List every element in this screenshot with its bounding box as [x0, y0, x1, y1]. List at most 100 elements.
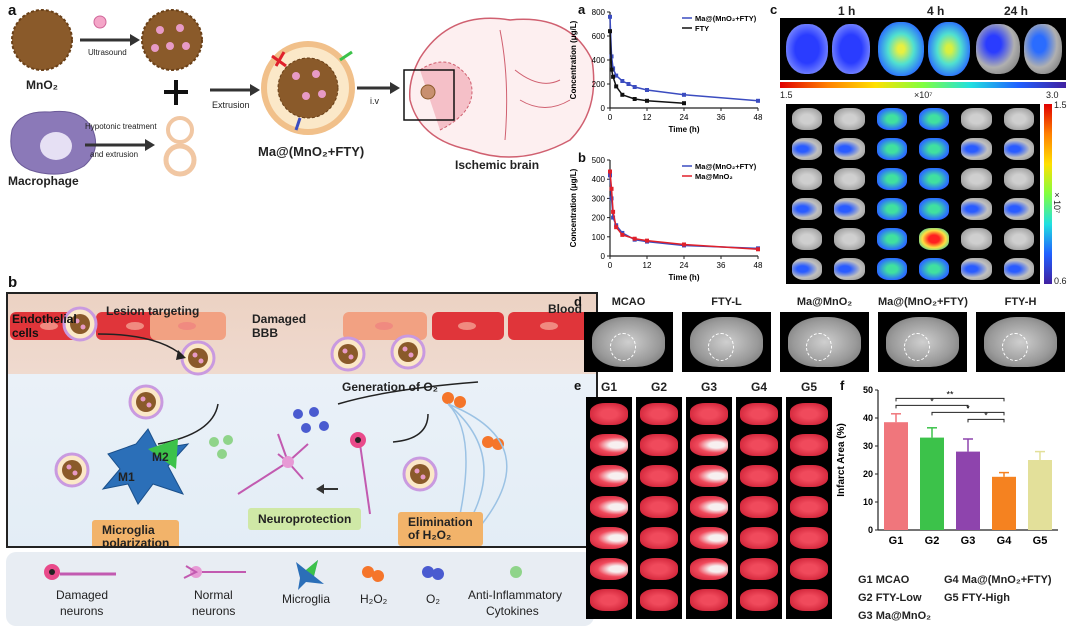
ttc-slice — [790, 527, 828, 549]
data-point — [632, 236, 637, 241]
mri-image — [584, 312, 673, 372]
m2-label: M2 — [152, 450, 169, 464]
scale-min: 1.5 — [780, 90, 793, 100]
panel-d-letter: d — [574, 294, 582, 309]
panel-a-graphic — [10, 9, 595, 177]
mri-label: Ma@MnO₂ — [796, 296, 853, 308]
brain-slice — [1003, 168, 1034, 190]
ttc-slice — [590, 465, 628, 487]
x-tick-label: 0 — [608, 113, 613, 122]
ttc-slice — [790, 558, 828, 580]
time-1h: 1 h — [838, 4, 856, 18]
series-line — [609, 16, 759, 102]
brain-slice — [919, 168, 950, 190]
mri-image — [780, 312, 869, 372]
x-tick-label: 0 — [608, 261, 613, 270]
bar — [956, 451, 980, 530]
panel-b-letter: b — [8, 274, 18, 291]
brain-slice — [876, 168, 907, 190]
data-point — [614, 84, 619, 89]
legend-entry: FTY — [695, 24, 709, 33]
data-point — [756, 98, 760, 103]
legend-entry: Ma@MnO₂ — [695, 172, 733, 181]
y-tick-label: 40 — [863, 413, 873, 423]
y-axis-label: Concentration (μg/L) — [569, 20, 578, 99]
product-label: Ma@(MnO₂+FTY) — [258, 144, 365, 159]
ischemic-brain-label: Ischemic brain — [455, 158, 540, 172]
brain-slice — [919, 138, 950, 160]
mri-image — [976, 312, 1065, 372]
brain-slice — [1003, 228, 1034, 250]
ttc-slice — [640, 403, 678, 425]
neuroprotection-box: Neuroprotection — [248, 508, 362, 530]
y-tick-label: 100 — [592, 233, 606, 242]
brain-slice — [876, 198, 907, 220]
brain-slice — [792, 138, 823, 160]
ttc-slice — [690, 465, 728, 487]
group-legend-entry: G3 Ma@MnO₂ — [858, 610, 932, 622]
ttc-slice — [640, 558, 678, 580]
brain-slice — [834, 138, 865, 160]
legend-damaged-neurons-1: Damaged — [56, 588, 109, 602]
data-point — [682, 92, 686, 97]
x-axis-label: Time (h) — [669, 125, 700, 134]
panel-a-letter: a — [8, 2, 17, 19]
significance-bracket — [931, 411, 1005, 416]
brain-slice — [919, 108, 950, 130]
legend-normal-neurons-2: neurons — [192, 604, 236, 618]
legend-entry: Ma@(MnO₂+FTY) — [695, 162, 757, 171]
panel-b-illustration — [54, 306, 508, 530]
legend-o2: O₂ — [426, 592, 440, 606]
iv-label: i.v — [370, 96, 379, 106]
x-tick-label: 12 — [643, 113, 652, 122]
ttc-slice — [590, 496, 628, 518]
mri-image — [878, 312, 967, 372]
significance-bracket — [895, 404, 969, 409]
loaded-particle — [141, 9, 203, 71]
y-axis-label: Concentration (μg/L) — [569, 168, 578, 247]
extrusion-label: Extrusion — [212, 100, 250, 110]
brain-slice — [919, 198, 950, 220]
data-point — [620, 79, 625, 83]
data-point — [756, 247, 760, 252]
mri-label: Ma@(MnO₂+FTY) — [878, 296, 968, 308]
x-tick-label: G4 — [997, 535, 1013, 547]
brain-slices-fluorescence — [786, 104, 1040, 284]
x-tick-label: 48 — [754, 113, 763, 122]
series-line — [609, 31, 685, 104]
data-point — [611, 74, 616, 79]
ttc-slice — [740, 465, 778, 487]
data-point — [682, 101, 686, 106]
x-tick-label: 36 — [717, 261, 726, 270]
ttc-slice — [740, 434, 778, 456]
x-tick-label: G5 — [1033, 535, 1048, 547]
ttc-group-label: G1 — [600, 380, 617, 394]
ttc-slice — [790, 496, 828, 518]
x-tick-label: 12 — [643, 261, 652, 270]
fty-dot — [93, 15, 107, 29]
ttc-slice — [740, 403, 778, 425]
panel-c-letter: c — [770, 2, 778, 17]
time-24h: 24 h — [1004, 4, 1029, 18]
ttc-slice — [690, 558, 728, 580]
brain-slice — [792, 168, 823, 190]
data-point — [611, 209, 616, 214]
brain-slice — [792, 108, 823, 130]
data-point — [609, 186, 614, 191]
brain-slice — [876, 228, 907, 250]
data-point — [609, 67, 614, 72]
ttc-slice — [590, 527, 628, 549]
data-point — [608, 14, 612, 19]
damaged-bbb-label-1: Damaged — [252, 312, 307, 326]
macrophage-label: Macrophage — [8, 174, 79, 188]
ttc-slice-column — [636, 397, 682, 619]
panel-e-letter: e — [574, 378, 582, 393]
y-tick-label: 0 — [601, 252, 606, 261]
damaged-bbb-label-2: BBB — [252, 326, 278, 340]
y-tick-label: 0 — [868, 525, 873, 535]
ttc-slice — [690, 434, 728, 456]
y-tick-label: 30 — [863, 441, 873, 451]
